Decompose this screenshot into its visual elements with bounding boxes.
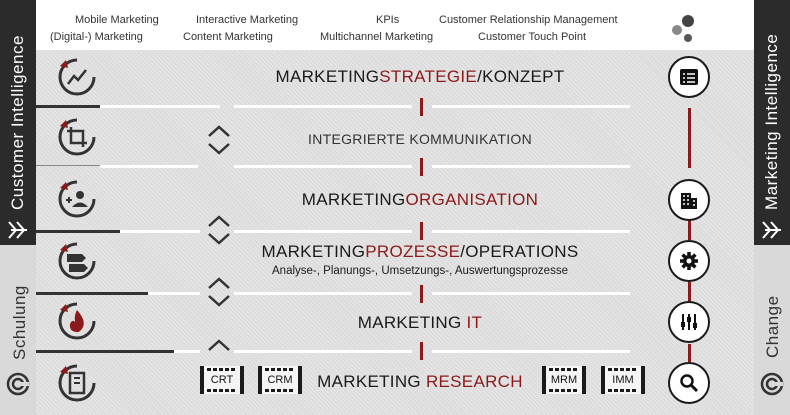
- up-down-chevron-icon: [208, 125, 230, 155]
- change-label: Change: [763, 295, 782, 358]
- keyword-digital-marketing: (Digital-) Marketing: [50, 31, 143, 43]
- right-red-connector: [688, 282, 691, 302]
- row-line: [432, 350, 630, 353]
- gear-icon: [668, 240, 710, 282]
- right-sidebar: Marketing Intelligence Change: [754, 0, 790, 415]
- keyword-multichannel-marketing: Multichannel Marketing: [320, 31, 434, 43]
- right-sidebar-dark: [754, 0, 790, 245]
- keyword-mobile-marketing: Mobile Marketing: [75, 14, 159, 26]
- strategy-title: MARKETINGSTRATEGIE/KONZEPT: [275, 67, 565, 86]
- right-red-connector: [688, 108, 691, 168]
- arrows-icon-right: [762, 221, 781, 239]
- row-line: [432, 292, 630, 295]
- organisation-title: MARKETINGORGANISATION: [301, 190, 539, 209]
- dashboard-list-icon: [668, 56, 710, 98]
- schulung-label: Schulung: [10, 285, 29, 360]
- row-line: [148, 292, 200, 295]
- step-line: [36, 230, 120, 233]
- step-line: [36, 350, 174, 353]
- magnifier-icon: [668, 362, 710, 404]
- up-chevron-icon: [208, 339, 230, 351]
- phone-book-icon: [58, 364, 96, 402]
- center-red-dash: [420, 342, 423, 360]
- row-line: [120, 230, 200, 233]
- spiral-icon: [6, 372, 30, 396]
- sign-arrows-icon: [58, 242, 96, 280]
- bubbles-icon: [672, 15, 694, 42]
- processes-subtitle: Analyse-, Planungs-, Umsetzungs-, Auswer…: [272, 265, 568, 277]
- left-sidebar: Customer Intelligence Schulung: [0, 0, 36, 415]
- center-red-dash: [420, 285, 423, 303]
- group-add-icon: [58, 180, 96, 218]
- center-red-dash: [420, 158, 423, 176]
- spiral-icon-right: [760, 372, 784, 396]
- communication-title: INTEGRIERTE KOMMUNIKATION: [308, 131, 532, 147]
- row-line: [432, 105, 630, 108]
- tag-imm: IMM: [601, 366, 645, 394]
- crop-icon: [58, 118, 96, 156]
- tag-mrm: MRM: [542, 366, 586, 394]
- keyword-customer-touch-point: Customer Touch Point: [478, 31, 587, 43]
- row-line: [432, 230, 630, 233]
- tag-crt: CRT: [200, 366, 244, 394]
- row-line: [234, 165, 412, 168]
- row-line: [100, 165, 198, 168]
- center-red-dash: [420, 222, 423, 240]
- arrows-icon: [8, 221, 27, 239]
- keyword-interactive-marketing: Interactive Marketing: [196, 14, 299, 26]
- row-line: [234, 350, 412, 353]
- building-icon: [668, 179, 710, 221]
- left-sidebar-dark: [0, 0, 36, 245]
- row-line: [234, 292, 412, 295]
- research-title: MARKETING RESEARCH: [317, 372, 523, 391]
- row-line: [432, 165, 630, 168]
- row-line: [174, 350, 200, 353]
- processes-title: MARKETINGPROZESSE/OPERATIONS: [261, 242, 579, 261]
- trend-chart-icon: [58, 58, 96, 96]
- flame-icon: [58, 302, 96, 340]
- step-line: [36, 105, 100, 108]
- right-sidebar-light: [754, 245, 790, 415]
- equalizer-icon: [668, 301, 710, 343]
- it-title: MARKETING IT: [357, 313, 483, 332]
- left-sidebar-light: [0, 245, 36, 415]
- row-line: [234, 230, 412, 233]
- right-red-connector: [688, 220, 691, 240]
- marketing-intelligence-label: Marketing Intelligence: [762, 33, 781, 210]
- up-down-chevron-icon: [208, 215, 230, 245]
- row-line: [100, 105, 220, 108]
- thin-separator: [36, 165, 100, 166]
- tag-crm: CRM: [258, 366, 302, 394]
- up-down-chevron-icon: [208, 277, 230, 307]
- row-line: [234, 105, 412, 108]
- center-red-dash: [420, 98, 423, 116]
- keyword-kpis: KPIs: [376, 14, 400, 26]
- keyword-crm: Customer Relationship Management: [439, 14, 618, 26]
- customer-intelligence-label: Customer Intelligence: [8, 35, 27, 210]
- keyword-content-marketing: Content Marketing: [183, 31, 273, 43]
- right-red-connector: [688, 344, 691, 362]
- keyword-bar: [36, 0, 754, 51]
- step-line: [36, 292, 148, 295]
